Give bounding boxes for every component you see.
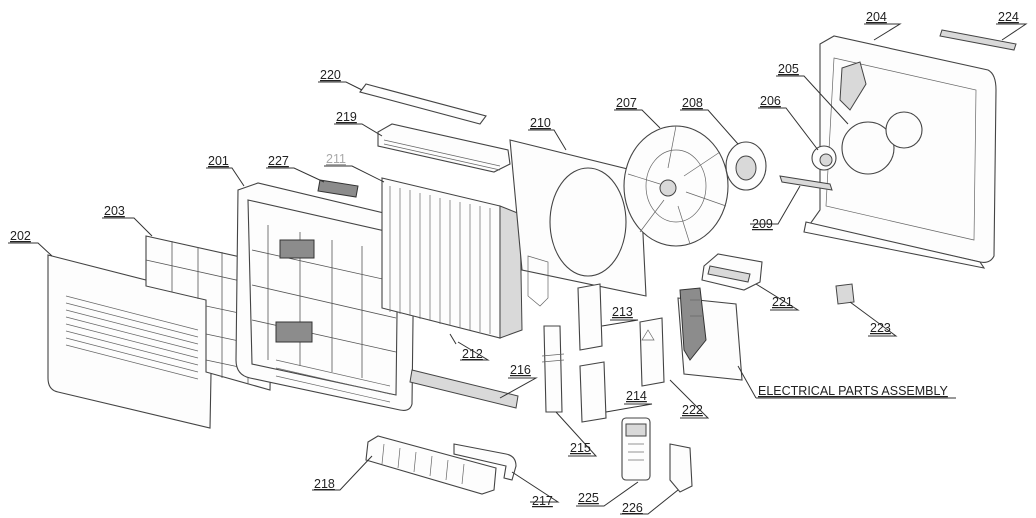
screw-212 xyxy=(449,333,457,345)
plate-220 xyxy=(359,83,487,125)
label-202: 202 xyxy=(10,229,31,243)
electrical-parts-assembly xyxy=(677,287,743,381)
fan-207 xyxy=(623,125,729,247)
louver-218 xyxy=(365,435,497,495)
label-207: 207 xyxy=(616,96,637,110)
label-220: 220 xyxy=(320,68,341,82)
label-221: 221 xyxy=(772,295,793,309)
label-201: 201 xyxy=(208,154,229,168)
pipe-215 xyxy=(541,325,565,413)
label-204: 204 xyxy=(866,10,887,24)
box-221 xyxy=(701,253,763,291)
bell-208 xyxy=(725,141,767,191)
label-205: 205 xyxy=(778,62,799,76)
label-226: 226 xyxy=(622,501,643,515)
top-cover-219 xyxy=(377,123,511,173)
heat-exchanger-211 xyxy=(381,177,523,339)
fan-housing-210 xyxy=(509,139,647,307)
label-206: 206 xyxy=(760,94,781,108)
label-216: 216 xyxy=(510,363,531,377)
label-209: 209 xyxy=(752,217,773,231)
leader-lines xyxy=(8,23,1028,515)
label-223: 223 xyxy=(870,321,891,335)
remote-control-225 xyxy=(621,417,651,481)
label-electrical-parts-assembly: ELECTRICAL PARTS ASSEMBLY xyxy=(758,384,949,398)
duct-piece-213 xyxy=(577,283,603,351)
label-218: 218 xyxy=(314,477,335,491)
label-211: 211 xyxy=(326,152,346,166)
clip-223 xyxy=(835,283,855,305)
label-215: 215 xyxy=(570,441,591,455)
display-label-227 xyxy=(317,179,359,198)
duct-piece-214 xyxy=(579,361,607,423)
drain-hose-217 xyxy=(453,443,517,481)
cover-plate-222 xyxy=(639,317,665,387)
label-217: 217 xyxy=(532,494,553,508)
label-214: 214 xyxy=(626,389,647,403)
label-208: 208 xyxy=(682,96,703,110)
drain-bar-216 xyxy=(409,369,519,409)
label-225: 225 xyxy=(578,491,599,505)
remote-holder-226 xyxy=(669,443,693,493)
motor-206 xyxy=(811,145,837,171)
front-panel-202 xyxy=(47,254,213,429)
label-222: 222 xyxy=(682,403,703,417)
label-203: 203 xyxy=(104,204,125,218)
label-227: 227 xyxy=(268,154,289,168)
bracket-209 xyxy=(779,175,833,191)
label-210: 210 xyxy=(530,116,551,130)
label-219: 219 xyxy=(336,110,357,124)
label-224: 224 xyxy=(998,10,1019,24)
bracket-224 xyxy=(939,29,1017,51)
chassis-204 xyxy=(803,35,997,269)
label-213: 213 xyxy=(612,305,633,319)
label-212: 212 xyxy=(462,347,483,361)
